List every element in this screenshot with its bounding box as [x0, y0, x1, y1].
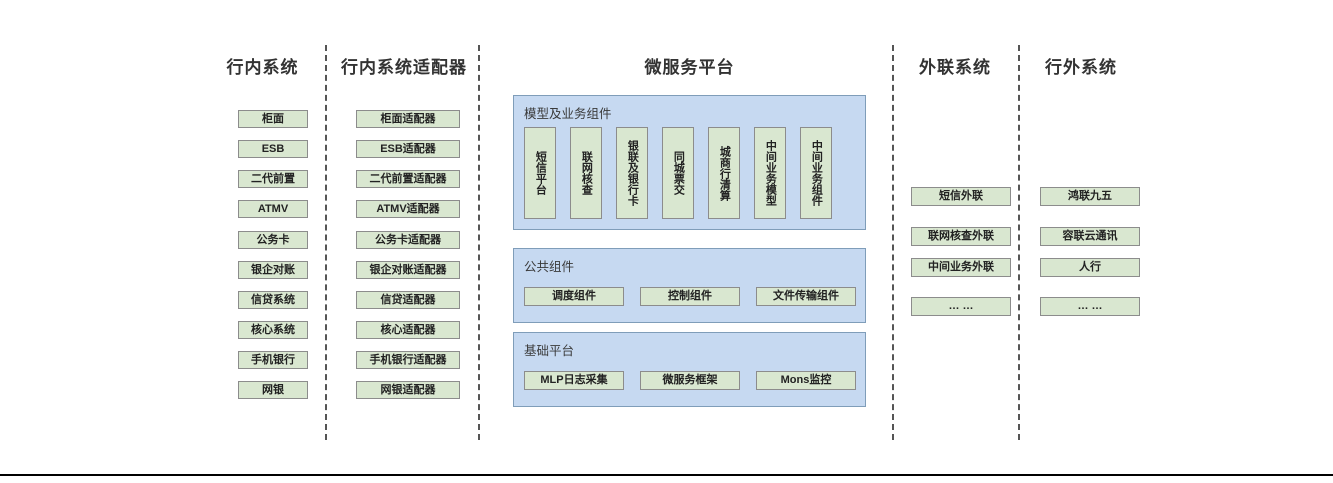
out-bank-box[interactable]: … … — [1040, 297, 1140, 316]
bottom-divider — [0, 474, 1333, 476]
model-component-label: 中间业务组件 — [810, 140, 823, 206]
adapter-box[interactable]: ESB适配器 — [356, 140, 460, 158]
panel-label: 基础平台 — [524, 344, 575, 358]
model-component-box[interactable]: 短信平台 — [524, 127, 556, 219]
external-link-box[interactable]: 中间业务外联 — [911, 258, 1011, 277]
column-title-microservice-platform: 微服务平台 — [644, 58, 735, 77]
adapter-box[interactable]: 信贷适配器 — [356, 291, 460, 309]
public-component-box[interactable]: 调度组件 — [524, 287, 624, 306]
adapter-box[interactable]: ATMV适配器 — [356, 200, 460, 218]
out-bank-box[interactable]: 容联云通讯 — [1040, 227, 1140, 246]
external-link-box[interactable]: 联网核查外联 — [911, 227, 1011, 246]
adapter-box[interactable]: 二代前置适配器 — [356, 170, 460, 188]
public-component-box[interactable]: 文件传输组件 — [756, 287, 856, 306]
column-divider-2 — [478, 45, 480, 440]
column-divider-4 — [1018, 45, 1020, 440]
base-platform-box[interactable]: MLP日志采集 — [524, 371, 624, 390]
public-component-box[interactable]: 控制组件 — [640, 287, 740, 306]
adapter-box[interactable]: 柜面适配器 — [356, 110, 460, 128]
panel-base-platform: 基础平台 — [513, 332, 866, 407]
model-component-box[interactable]: 中间业务组件 — [800, 127, 832, 219]
adapter-box[interactable]: 网银适配器 — [356, 381, 460, 399]
external-link-box[interactable]: … … — [911, 297, 1011, 316]
system-box[interactable]: ESB — [238, 140, 308, 158]
panel-public-components: 公共组件 — [513, 248, 866, 323]
model-component-box[interactable]: 中间业务模型 — [754, 127, 786, 219]
system-box[interactable]: 二代前置 — [238, 170, 308, 188]
adapter-box[interactable]: 核心适配器 — [356, 321, 460, 339]
model-component-label: 联网核查 — [580, 151, 593, 195]
system-box[interactable]: 网银 — [238, 381, 308, 399]
out-bank-box[interactable]: 鸿联九五 — [1040, 187, 1140, 206]
base-platform-box[interactable]: Mons监控 — [756, 371, 856, 390]
system-box[interactable]: 核心系统 — [238, 321, 308, 339]
base-platform-box[interactable]: 微服务框架 — [640, 371, 740, 390]
panel-label: 公共组件 — [524, 260, 575, 274]
system-box[interactable]: 柜面 — [238, 110, 308, 128]
out-bank-box[interactable]: 人行 — [1040, 258, 1140, 277]
system-box[interactable]: 银企对账 — [238, 261, 308, 279]
adapter-box[interactable]: 银企对账适配器 — [356, 261, 460, 279]
column-title-out-bank-systems: 行外系统 — [1045, 58, 1117, 77]
panel-label: 模型及业务组件 — [524, 107, 612, 121]
model-component-label: 银联及银行卡 — [626, 140, 639, 206]
model-component-box[interactable]: 同城票交 — [662, 127, 694, 219]
model-component-box[interactable]: 联网核查 — [570, 127, 602, 219]
column-title-in-bank-adapters: 行内系统适配器 — [341, 58, 467, 77]
system-box[interactable]: 手机银行 — [238, 351, 308, 369]
model-component-label: 城商行清算 — [718, 145, 731, 201]
column-title-external-link-systems: 外联系统 — [919, 58, 991, 77]
system-box[interactable]: 信贷系统 — [238, 291, 308, 309]
model-component-label: 中间业务模型 — [764, 140, 777, 206]
adapter-box[interactable]: 公务卡适配器 — [356, 231, 460, 249]
column-divider-3 — [892, 45, 894, 440]
model-component-label: 短信平台 — [534, 151, 547, 195]
system-box[interactable]: ATMV — [238, 200, 308, 218]
system-box[interactable]: 公务卡 — [238, 231, 308, 249]
model-component-label: 同城票交 — [672, 151, 685, 195]
adapter-box[interactable]: 手机银行适配器 — [356, 351, 460, 369]
column-divider-1 — [325, 45, 327, 440]
column-title-in-bank-systems: 行内系统 — [226, 58, 299, 77]
external-link-box[interactable]: 短信外联 — [911, 187, 1011, 206]
model-component-box[interactable]: 城商行清算 — [708, 127, 740, 219]
model-component-box[interactable]: 银联及银行卡 — [616, 127, 648, 219]
